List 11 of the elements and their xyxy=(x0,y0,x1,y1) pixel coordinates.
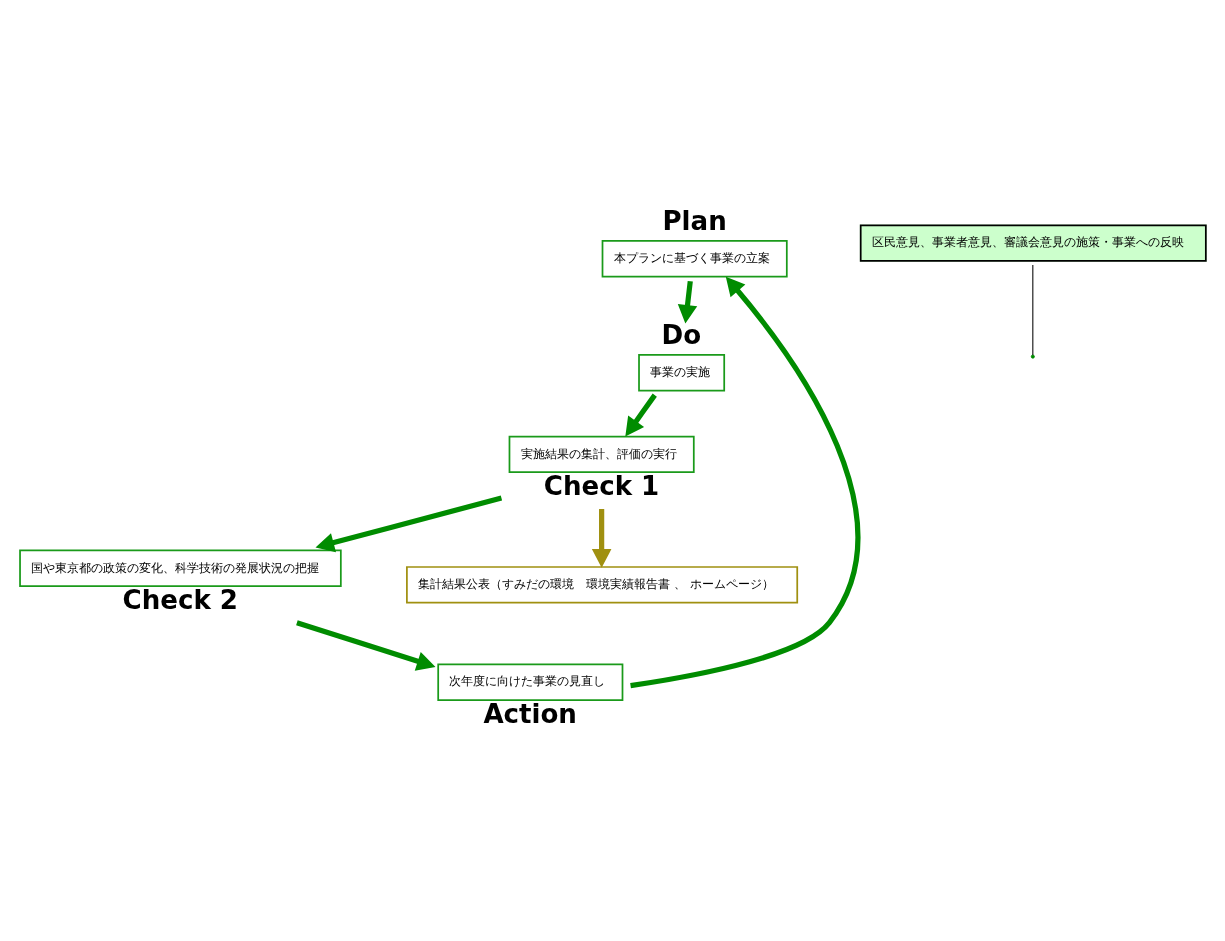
arrow xyxy=(315,495,503,553)
arrow xyxy=(630,276,861,689)
connector xyxy=(1032,264,1034,356)
arrow xyxy=(591,509,612,568)
arrow xyxy=(296,620,436,671)
node-label: Action xyxy=(483,698,577,729)
node-label: Do xyxy=(661,319,702,350)
arrow xyxy=(625,393,657,437)
node-label: Check 2 xyxy=(122,584,239,615)
arrow xyxy=(677,280,698,324)
node-label: Plan xyxy=(662,205,727,236)
